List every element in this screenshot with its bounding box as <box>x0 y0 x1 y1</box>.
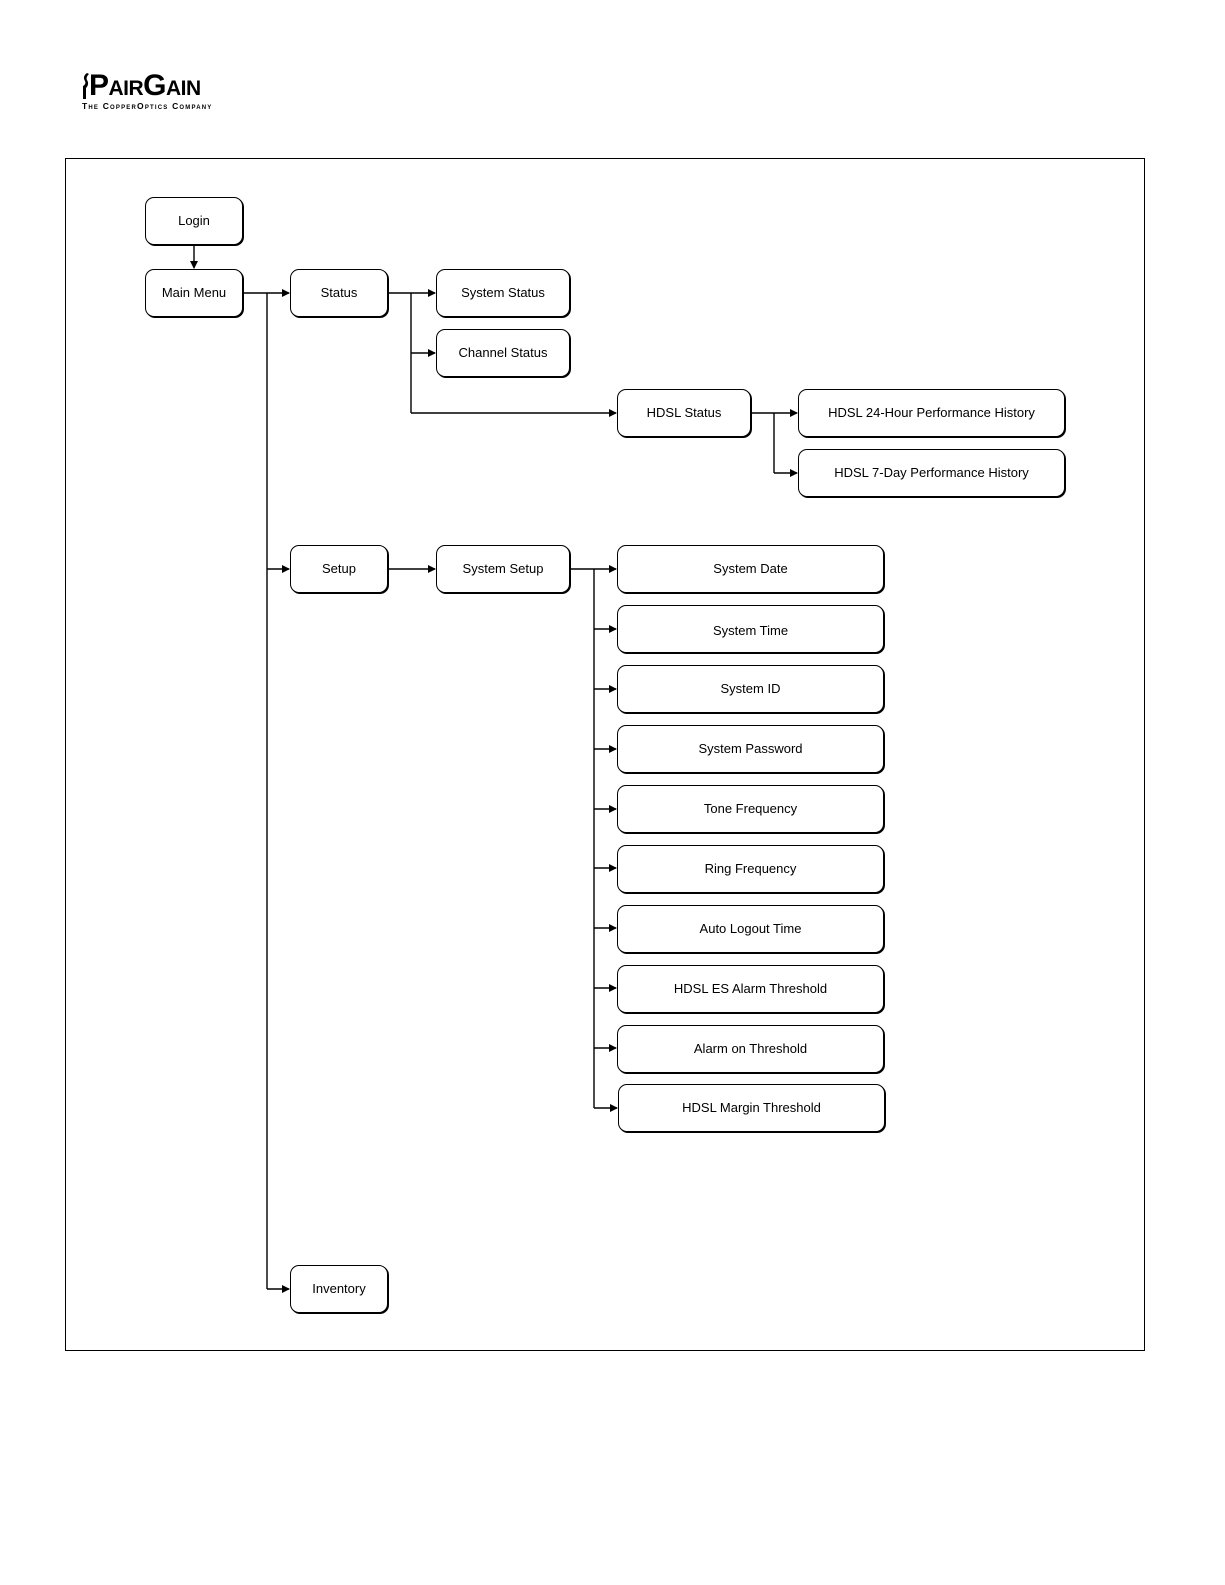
main-menu-node: Main Menu <box>145 269 243 317</box>
hdsl-status-node: HDSL Status <box>617 389 751 437</box>
system-password-node: System Password <box>617 725 884 773</box>
setup-node: Setup <box>290 545 388 593</box>
login-node: Login <box>145 197 243 245</box>
diagram-frame <box>65 158 1145 1351</box>
logo-mark-icon <box>83 73 89 99</box>
hdsl-7-day-history-node: HDSL 7-Day Performance History <box>798 449 1065 497</box>
hdsl-margin-threshold-node: HDSL Margin Threshold <box>618 1084 885 1132</box>
system-status-node: System Status <box>436 269 570 317</box>
inventory-node: Inventory <box>290 1265 388 1313</box>
logo-tagline: The CopperOptics Company <box>82 101 213 111</box>
alarm-on-threshold-node: Alarm on Threshold <box>617 1025 884 1073</box>
system-time-node: System Time <box>617 605 884 653</box>
system-id-node: System ID <box>617 665 884 713</box>
tone-frequency-node: Tone Frequency <box>617 785 884 833</box>
system-setup-node: System Setup <box>436 545 570 593</box>
logo-wordmark: PairGain <box>89 69 201 102</box>
auto-logout-time-node: Auto Logout Time <box>617 905 884 953</box>
hdsl-24-hour-history-node: HDSL 24-Hour Performance History <box>798 389 1065 437</box>
system-date-node: System Date <box>617 545 884 593</box>
ring-frequency-node: Ring Frequency <box>617 845 884 893</box>
status-node: Status <box>290 269 388 317</box>
channel-status-node: Channel Status <box>436 329 570 377</box>
hdsl-es-alarm-threshold-node: HDSL ES Alarm Threshold <box>617 965 884 1013</box>
pairgain-logo: PairGain The CopperOptics Company <box>81 69 281 114</box>
